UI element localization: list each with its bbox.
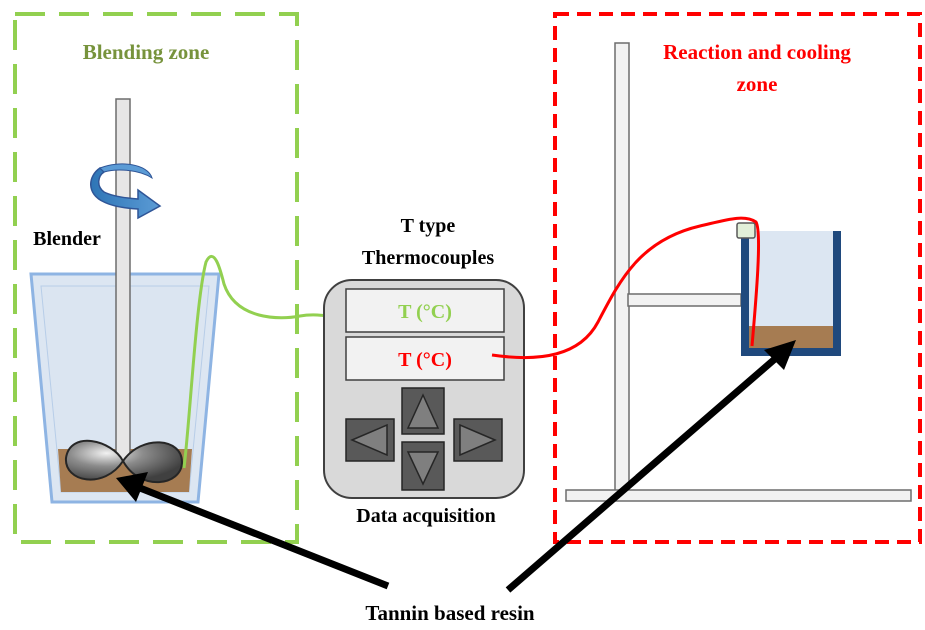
red-thermocouple-wire (491, 216, 761, 360)
blending-zone-label: Blending zone (83, 40, 210, 64)
thermocouple-clip (736, 222, 756, 239)
resin-pointer-right (505, 340, 796, 593)
retort-stand (565, 42, 912, 502)
thermocouple-label-line1: T type (401, 215, 456, 237)
impeller (64, 439, 184, 484)
cooling-cup (741, 231, 841, 356)
resin-in-cup (749, 326, 833, 348)
up-button[interactable] (401, 387, 445, 435)
resin-label: Tannin based resin (365, 601, 535, 625)
resin-pointer-left (116, 472, 390, 590)
thermocouple-label-line2: Thermocouples (362, 247, 494, 269)
rotation-arrow-icon (90, 163, 162, 220)
up-arrow-icon (406, 393, 440, 429)
red-temperature-text: T (°C) (398, 349, 452, 371)
right-arrow-icon (459, 423, 497, 457)
left-arrow-icon (350, 423, 388, 457)
left-button[interactable] (345, 418, 395, 462)
blending-zone-border (13, 12, 299, 544)
right-button[interactable] (453, 418, 503, 462)
reaction-zone-border (553, 12, 922, 544)
down-button[interactable] (401, 441, 445, 491)
data-acquisition-label: Data acquisition (356, 505, 495, 527)
reaction-zone-label-line1: Reaction and cooling (663, 40, 851, 64)
green-thermocouple-wire (182, 254, 363, 469)
reaction-zone-label-line2: zone (737, 72, 778, 96)
blender-shaft (115, 98, 131, 462)
green-temperature-readout (345, 288, 505, 333)
blender-label: Blender (33, 228, 101, 250)
red-temperature-readout (345, 336, 505, 381)
down-arrow-icon (406, 451, 440, 486)
green-temperature-text: T (°C) (398, 301, 452, 323)
